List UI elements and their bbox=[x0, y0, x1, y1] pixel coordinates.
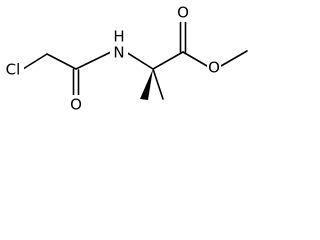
bond-quaternary-methyl-plain bbox=[152, 68, 164, 100]
atom-amine: H N bbox=[110, 28, 128, 62]
chemical-structure-diagram: Cl O H N O O bbox=[2, 4, 248, 114]
bond-amide-carbon-n bbox=[75, 51, 112, 70]
bond-ester-carbon-oxygen bbox=[182, 51, 208, 67]
atom-amide-oxygen: O bbox=[69, 95, 83, 114]
bond-cl-ch2 bbox=[22, 53, 48, 70]
bond-ch2-amide-carbon bbox=[46, 53, 77, 70]
amide-oxygen-label: O bbox=[70, 96, 82, 114]
atom-ester-carbonyl-oxygen: O bbox=[176, 4, 190, 22]
amine-h-label: H bbox=[113, 28, 124, 46]
wedge-bond-quaternary-methyl bbox=[140, 69, 153, 100]
chlorine-label: Cl bbox=[6, 61, 21, 79]
ester-oxygen-label: O bbox=[208, 59, 220, 77]
bond-quaternary-ester-carbon bbox=[152, 51, 184, 70]
atom-ester-oxygen: O bbox=[207, 58, 221, 77]
bond-n-quaternary-carbon bbox=[125, 51, 154, 70]
amine-n-label: N bbox=[113, 44, 124, 62]
bond-oxygen-methyl bbox=[220, 50, 248, 67]
atom-chlorine: Cl bbox=[2, 60, 24, 79]
ester-carbonyl-oxygen-label: O bbox=[177, 4, 189, 22]
